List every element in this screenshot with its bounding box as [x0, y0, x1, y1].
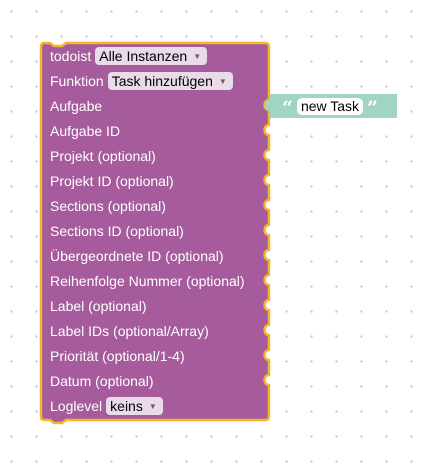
text-block-content: “ new Task ” — [282, 94, 378, 119]
row-label: todoist — [50, 48, 92, 64]
open-quote-icon: “ — [282, 97, 293, 119]
row-order-number: Reihenfolge Nummer (optional) — [50, 270, 245, 292]
function-dropdown-value: Task hinzufügen — [111, 73, 213, 89]
close-quote-icon: ” — [367, 97, 378, 119]
row-label: Aufgabe — [50, 98, 103, 114]
row-label: Datum (optional) — [50, 373, 154, 389]
task-text-field[interactable]: new Task — [296, 97, 364, 115]
text-value-block[interactable]: “ new Task ” — [262, 94, 397, 119]
row-aufgabe-id: Aufgabe ID — [50, 120, 120, 142]
row-parent-id: Übergeordnete ID (optional) — [50, 245, 224, 267]
row-sections-id: Sections ID (optional) — [50, 220, 184, 242]
dropdown-arrow-icon: ▼ — [193, 51, 202, 61]
row-todoist: todoist Alle Instanzen ▼ — [50, 45, 208, 67]
row-label: Übergeordnete ID (optional) — [50, 248, 224, 264]
row-label: Reihenfolge Nummer (optional) — [50, 273, 245, 289]
row-label-field: Label (optional) — [50, 295, 147, 317]
row-aufgabe: Aufgabe — [50, 95, 102, 117]
row-label: Priorität (optional/1-4) — [50, 348, 185, 364]
row-projekt-id: Projekt ID (optional) — [50, 170, 174, 192]
row-date: Datum (optional) — [50, 370, 154, 392]
todoist-block[interactable]: todoist Alle Instanzen ▼ Funktion Task h… — [39, 41, 271, 425]
loglevel-dropdown[interactable]: keins ▼ — [106, 397, 163, 415]
row-label: Sections ID (optional) — [50, 223, 184, 239]
row-priority: Priorität (optional/1-4) — [50, 345, 185, 367]
dropdown-arrow-icon: ▼ — [148, 401, 157, 411]
instance-dropdown[interactable]: Alle Instanzen ▼ — [95, 47, 208, 65]
row-label: Label IDs (optional/Array) — [50, 323, 209, 339]
row-loglevel: Loglevel keins ▼ — [50, 395, 163, 417]
row-label: Projekt ID (optional) — [50, 173, 174, 189]
row-label: Loglevel — [50, 398, 103, 414]
function-dropdown[interactable]: Task hinzufügen ▼ — [107, 72, 233, 90]
row-label: Aufgabe ID — [50, 123, 121, 139]
instance-dropdown-value: Alle Instanzen — [99, 48, 188, 64]
row-label: Funktion — [50, 73, 104, 89]
row-funktion: Funktion Task hinzufügen ▼ — [50, 70, 233, 92]
row-label: Label (optional) — [50, 298, 147, 314]
row-label-ids: Label IDs (optional/Array) — [50, 320, 209, 342]
row-sections: Sections (optional) — [50, 195, 166, 217]
row-label: Sections (optional) — [50, 198, 166, 214]
loglevel-dropdown-value: keins — [110, 398, 143, 414]
block-shape — [39, 41, 271, 425]
dropdown-arrow-icon: ▼ — [218, 76, 227, 86]
row-projekt: Projekt (optional) — [50, 145, 156, 167]
row-label: Projekt (optional) — [50, 148, 156, 164]
